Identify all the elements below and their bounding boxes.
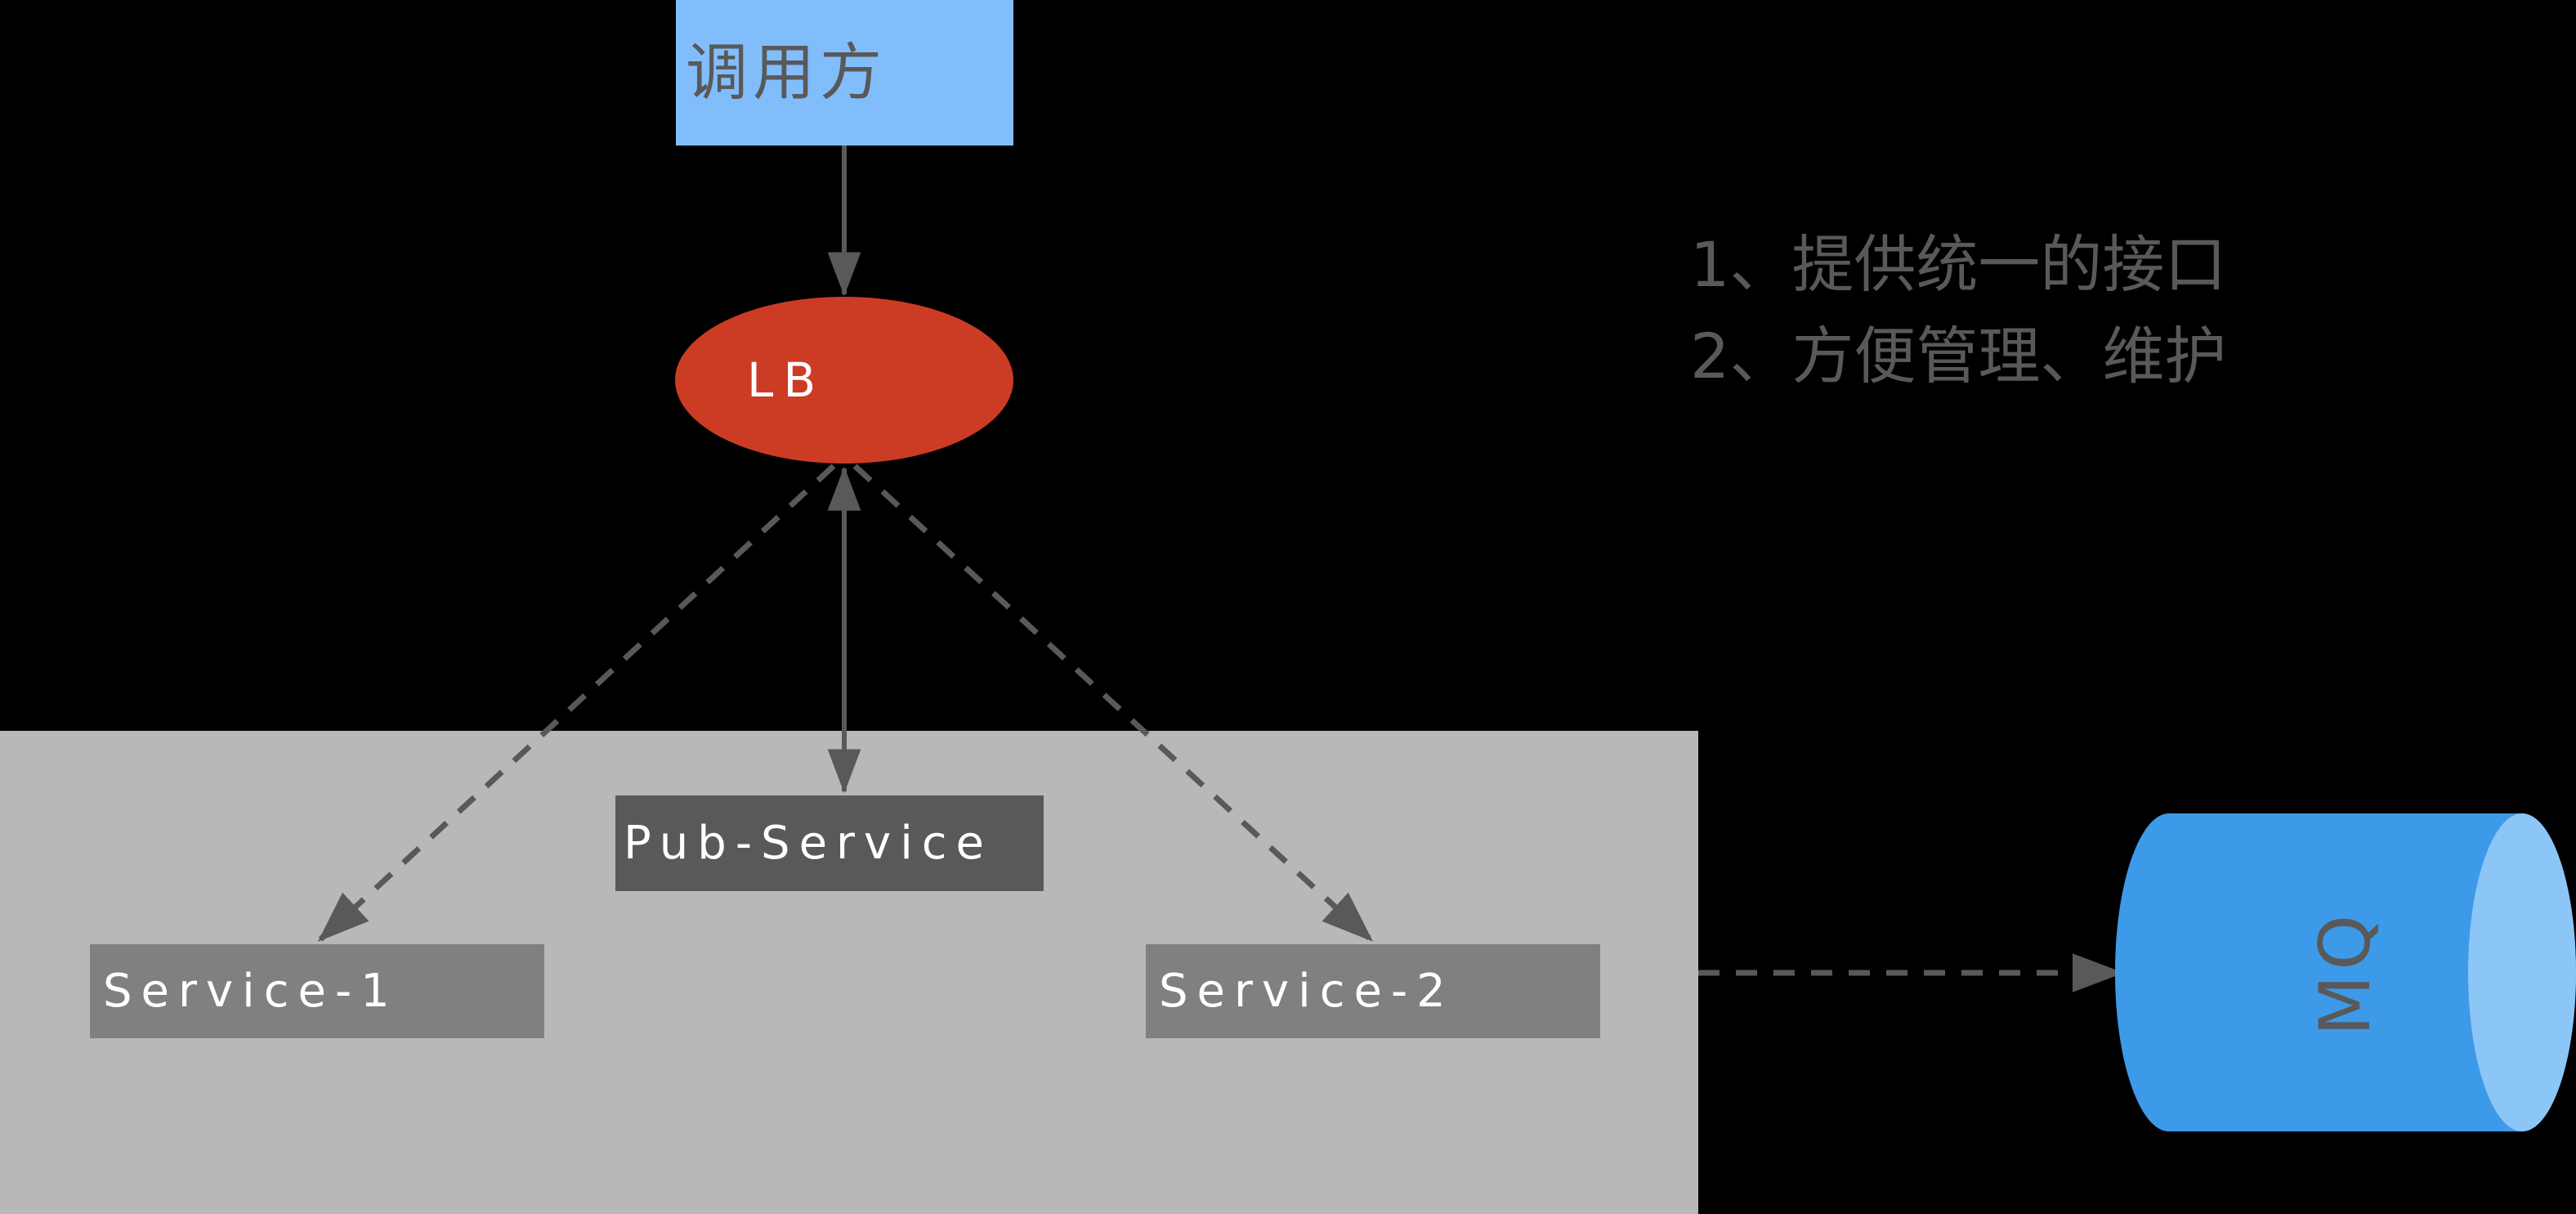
- node-service-2[interactable]: Service-2: [1146, 944, 1600, 1038]
- note-line-2: 2、方便管理、维护: [1690, 320, 2227, 392]
- node-caller[interactable]: 调用方: [676, 0, 1013, 146]
- mq-cylinder-shape: [2115, 813, 2576, 1131]
- node-service-1[interactable]: Service-1: [90, 944, 544, 1038]
- node-mq[interactable]: MQ: [2115, 813, 2576, 1131]
- notes-block: 1、提供统一的接口 2、方便管理、维护: [1690, 219, 2556, 402]
- node-lb[interactable]: LB: [675, 297, 1013, 464]
- node-mq-label-wrap: MQ: [2115, 813, 2576, 1131]
- node-service-1-label: Service-1: [103, 964, 399, 1018]
- node-service-2-label: Service-2: [1159, 964, 1455, 1018]
- node-caller-label: 调用方: [686, 36, 887, 109]
- node-mq-label: MQ: [2305, 909, 2386, 1036]
- node-pub-service[interactable]: Pub-Service: [615, 795, 1044, 891]
- node-pub-service-label: Pub-Service: [624, 816, 993, 870]
- node-lb-label: LB: [747, 352, 826, 408]
- note-line-1: 1、提供统一的接口: [1690, 228, 2227, 301]
